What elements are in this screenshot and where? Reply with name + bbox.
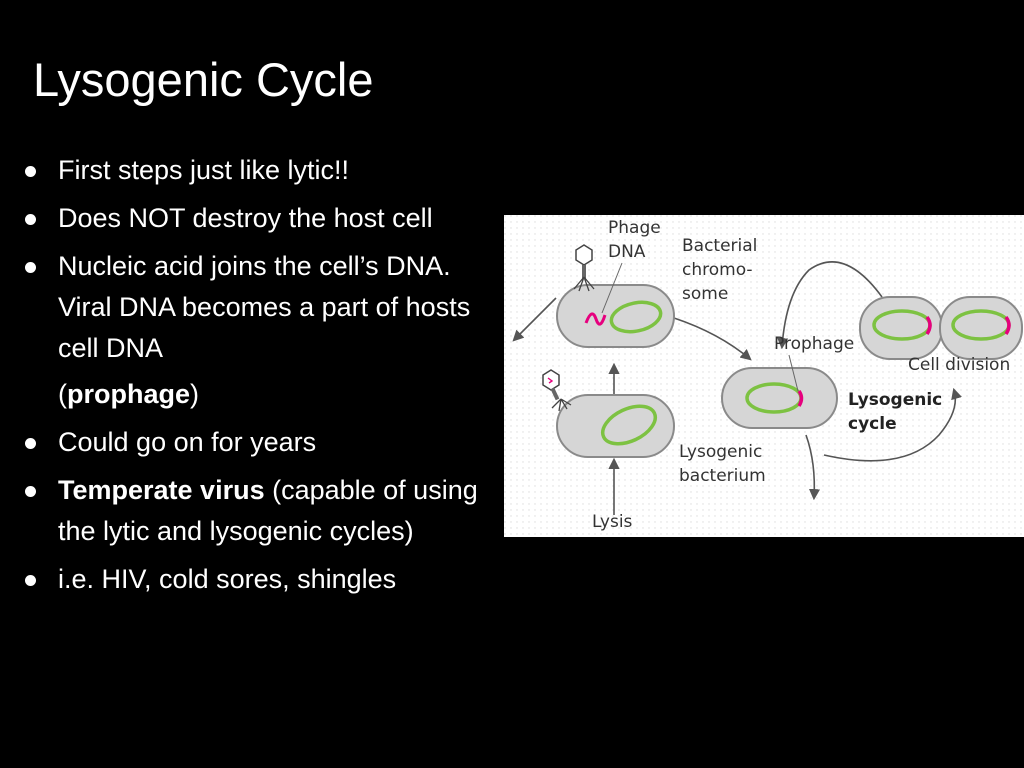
arrow-from-bacterium-down — [805, 434, 821, 501]
prophage-segment — [797, 389, 804, 407]
bacterial-chromosome-ring — [600, 404, 658, 446]
bullet-item: Could go on for years — [22, 422, 507, 463]
lysogenic-cycle-diagram: Phage DNA Bacterial chromo- some Prophag… — [504, 215, 1024, 537]
label-line: Lysogenic — [848, 390, 942, 410]
label-lysogenic-cycle: Lysogenic cycle — [848, 390, 948, 434]
prophage-segment — [925, 315, 932, 335]
phage-icon — [542, 369, 572, 412]
label-cell-division: Cell division — [908, 355, 1010, 375]
arrow-to-lytic — [512, 297, 557, 342]
bullet-bold-term: prophage — [67, 379, 191, 409]
label-line: Bacterial — [682, 236, 757, 256]
bullet-dot-icon — [25, 438, 36, 449]
arrow-cycle-top — [777, 261, 883, 350]
label-lysogenic-bacterium: Lysogenic bacterium — [679, 442, 768, 486]
bullet-dot-icon — [25, 486, 36, 497]
bullet-text: i.e. HIV, cold sores, shingles — [58, 564, 397, 594]
label-prophage: Prophage — [774, 334, 854, 354]
bullet-prefix: ( — [58, 379, 67, 409]
label-line: Lysogenic — [679, 442, 762, 462]
label-line: chromo- — [682, 260, 753, 280]
label-bacterial-chromosome: Bacterial chromo- some — [682, 236, 763, 304]
bullet-text: First steps just like lytic!! — [58, 155, 350, 185]
arrow-cycle-bottom — [823, 387, 962, 462]
prophage-leader-line — [788, 354, 799, 392]
prophage-segment — [1004, 315, 1011, 335]
bullet-text: Could go on for years — [58, 427, 317, 457]
bullet-item: Does NOT destroy the host cell — [22, 198, 507, 239]
host-cell — [556, 394, 675, 458]
bacterial-chromosome-ring — [609, 300, 663, 334]
label-line: bacterium — [679, 466, 766, 486]
bullet-item: Nucleic acid joins the cell’s DNA. Viral… — [22, 246, 507, 369]
label-line: Phage — [608, 218, 661, 238]
bullet-bold-term: Temperate virus — [58, 475, 265, 505]
arrow-to-lysogenic-bacterium — [673, 317, 752, 361]
bullet-dot-icon — [25, 214, 36, 225]
bullet-continuation: (prophage) — [22, 374, 507, 415]
bullet-text: Does NOT destroy the host cell — [58, 203, 433, 233]
lysogenic-bacterium-cell — [721, 367, 838, 429]
label-phage-dna: Phage DNA — [608, 218, 666, 262]
label-line: some — [682, 284, 728, 304]
bullet-item: First steps just like lytic!! — [22, 150, 507, 191]
label-lysis: Lysis — [592, 512, 633, 532]
phage-dna-squiggle — [584, 312, 607, 326]
bullet-item: Temperate virus (capable of using the ly… — [22, 470, 507, 552]
bullet-dot-icon — [25, 575, 36, 586]
bullet-item: i.e. HIV, cold sores, shingles — [22, 559, 507, 600]
phage-dna-leader-line — [601, 262, 623, 314]
infected-cell — [556, 284, 675, 348]
bullet-list: First steps just like lytic!! Does NOT d… — [22, 150, 507, 607]
bullet-dot-icon — [25, 166, 36, 177]
bullet-suffix: (capable of using the lytic and lysogeni… — [58, 475, 478, 546]
slide-title: Lysogenic Cycle — [33, 53, 374, 106]
phage-icon — [573, 244, 595, 292]
bullet-suffix: ) — [190, 379, 200, 409]
bullet-text: Nucleic acid joins the cell’s DNA. Viral… — [58, 251, 471, 363]
bullet-dot-icon — [25, 262, 36, 273]
label-line: cycle — [848, 414, 897, 434]
label-line: DNA — [608, 242, 646, 262]
dividing-cell-right — [939, 296, 1023, 360]
